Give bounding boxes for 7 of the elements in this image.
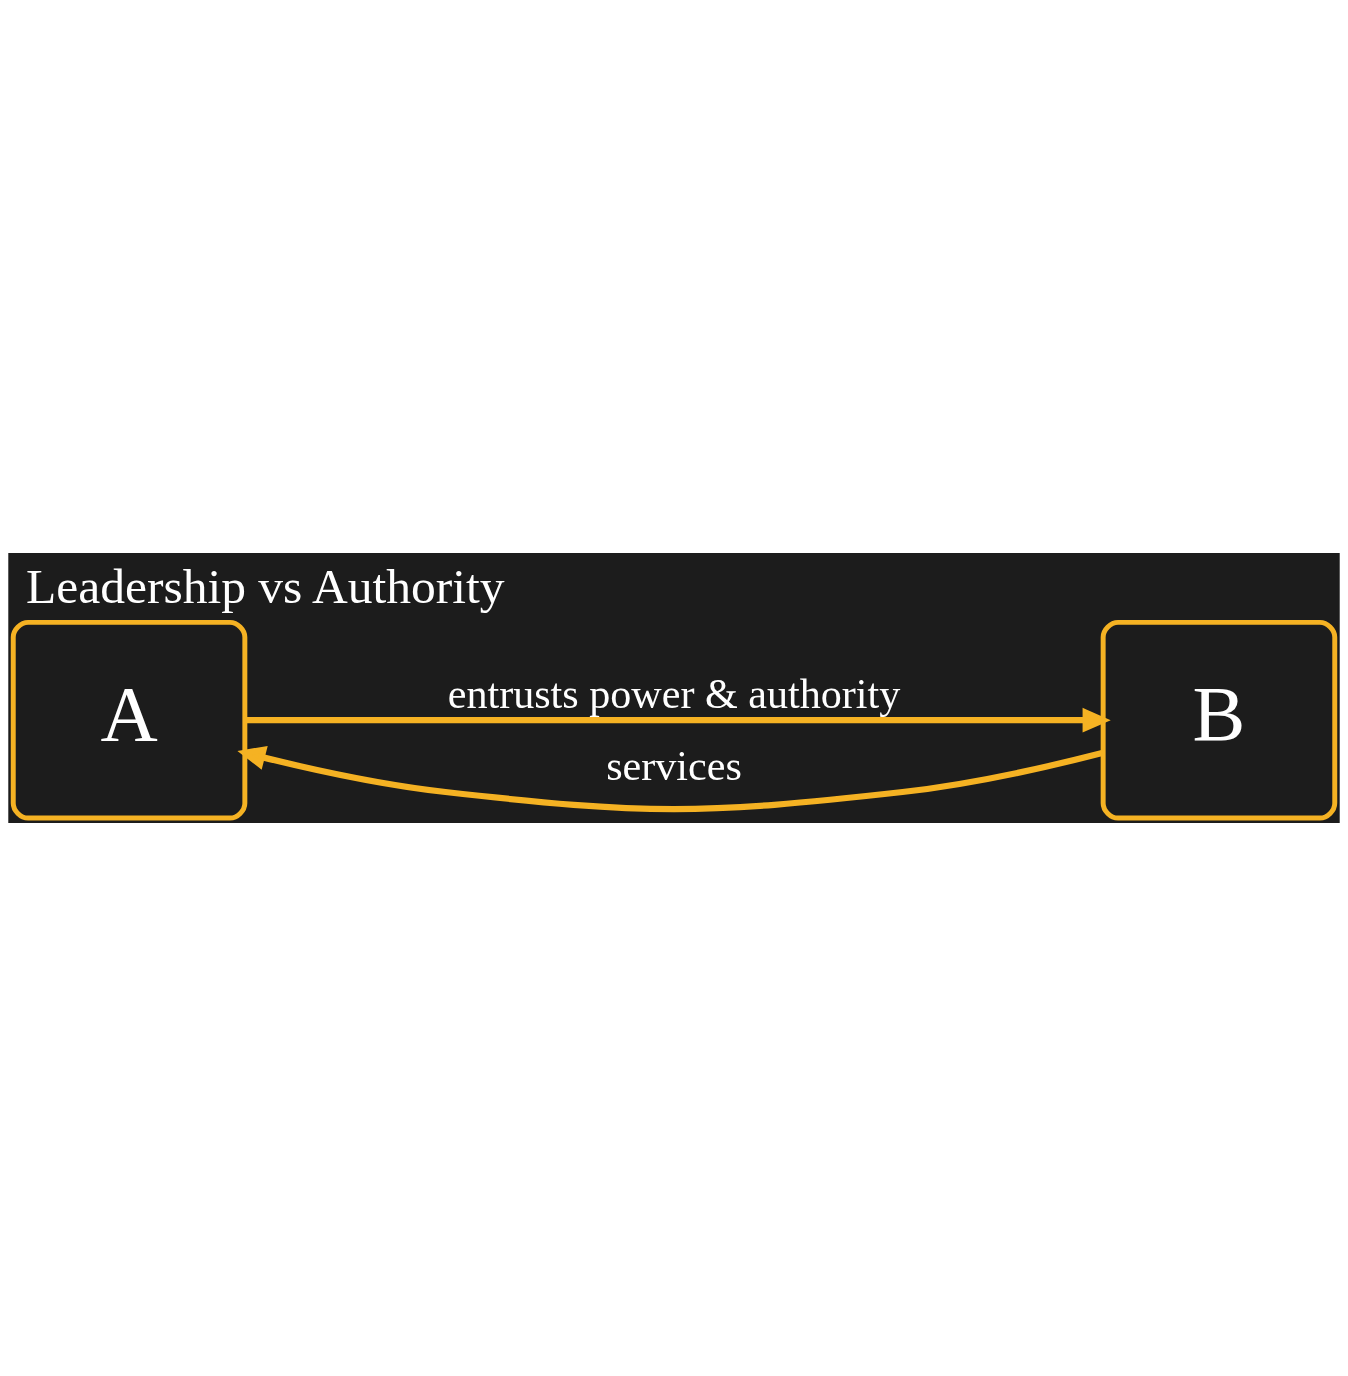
edge-label: entrusts power & authority [447,670,901,718]
node-box: B [1100,619,1338,821]
arrow [237,745,1104,813]
node-box: A [10,619,248,821]
diagram-title: Leadership vs Authority [25,558,505,614]
arrow [245,707,1111,733]
edge-label: services [606,741,742,789]
